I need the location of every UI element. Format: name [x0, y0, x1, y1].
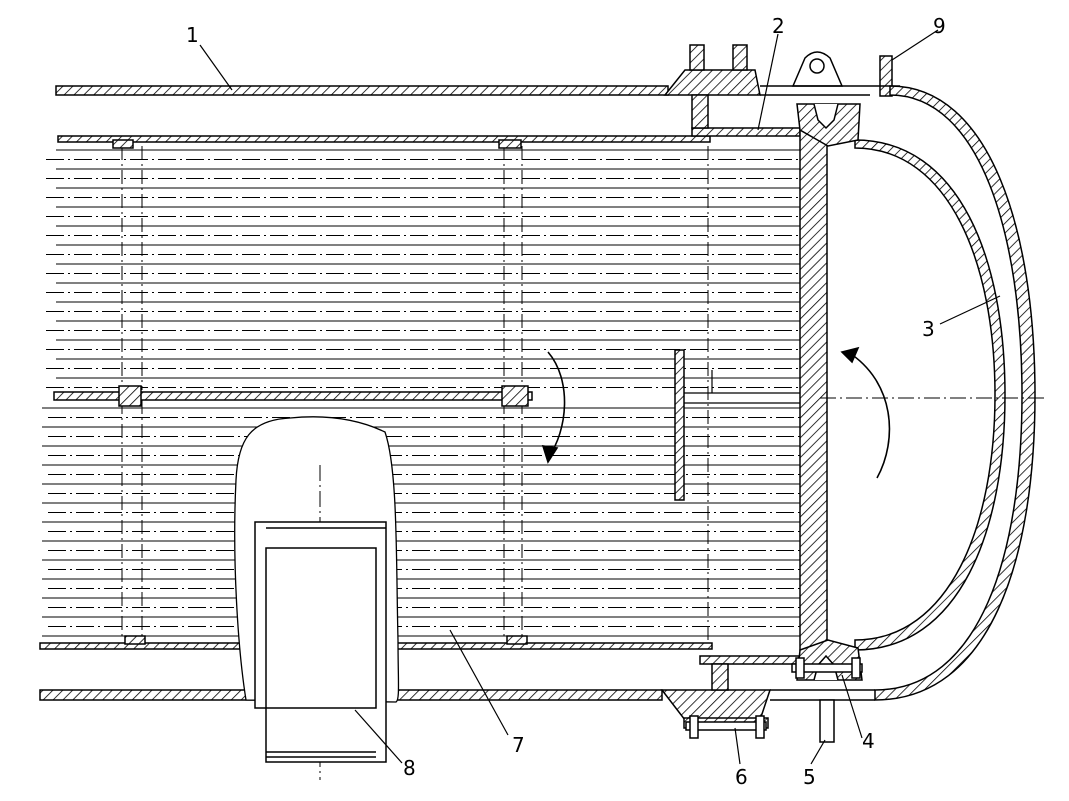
- inner-top-wall: [57, 135, 711, 143]
- label-4: 4: [862, 729, 875, 753]
- label-7: 7: [512, 733, 525, 757]
- inner-shell-extension-bottom: [699, 655, 801, 665]
- support-ribs: [691, 94, 729, 691]
- flow-arrow-right: [847, 351, 891, 479]
- label-9: 9: [933, 14, 946, 38]
- baffle-plate: [674, 349, 685, 501]
- top-flange-bolt-left: [689, 44, 705, 71]
- lifting-lug: [791, 51, 844, 87]
- flow-arrows: [541, 346, 891, 479]
- inner-shell-extension-top: [691, 127, 801, 137]
- nozzle-5: [819, 699, 835, 743]
- bolt-4: [791, 663, 863, 673]
- label-2: 2: [772, 14, 785, 38]
- partition-clips: [112, 139, 529, 645]
- tube-sheet: [799, 129, 828, 651]
- label-3: 3: [922, 317, 935, 341]
- pass-partition: [53, 391, 533, 401]
- inner-head: [854, 139, 1006, 651]
- label-6: 6: [735, 765, 748, 789]
- leader-lines: [199, 29, 1001, 765]
- label-8: 8: [403, 756, 416, 780]
- tube-sheet-top-clamp: [796, 103, 861, 147]
- bolt-6: [685, 721, 767, 731]
- flow-arrow-left: [547, 351, 566, 459]
- label-5: 5: [803, 765, 816, 789]
- bolts: [685, 657, 863, 739]
- tube-bundle: [42, 149, 800, 637]
- bottom-shell-flange: [660, 689, 772, 721]
- shell-top-wall: [55, 85, 669, 96]
- top-shell-flange: [663, 69, 761, 96]
- part-labels: 1 2 9 3 4 5 6 7 8: [186, 14, 946, 789]
- label-1: 1: [186, 23, 199, 47]
- top-flange-bolt-right: [732, 44, 748, 71]
- support-saddle-8: [254, 521, 387, 763]
- outer-head: [874, 85, 1036, 701]
